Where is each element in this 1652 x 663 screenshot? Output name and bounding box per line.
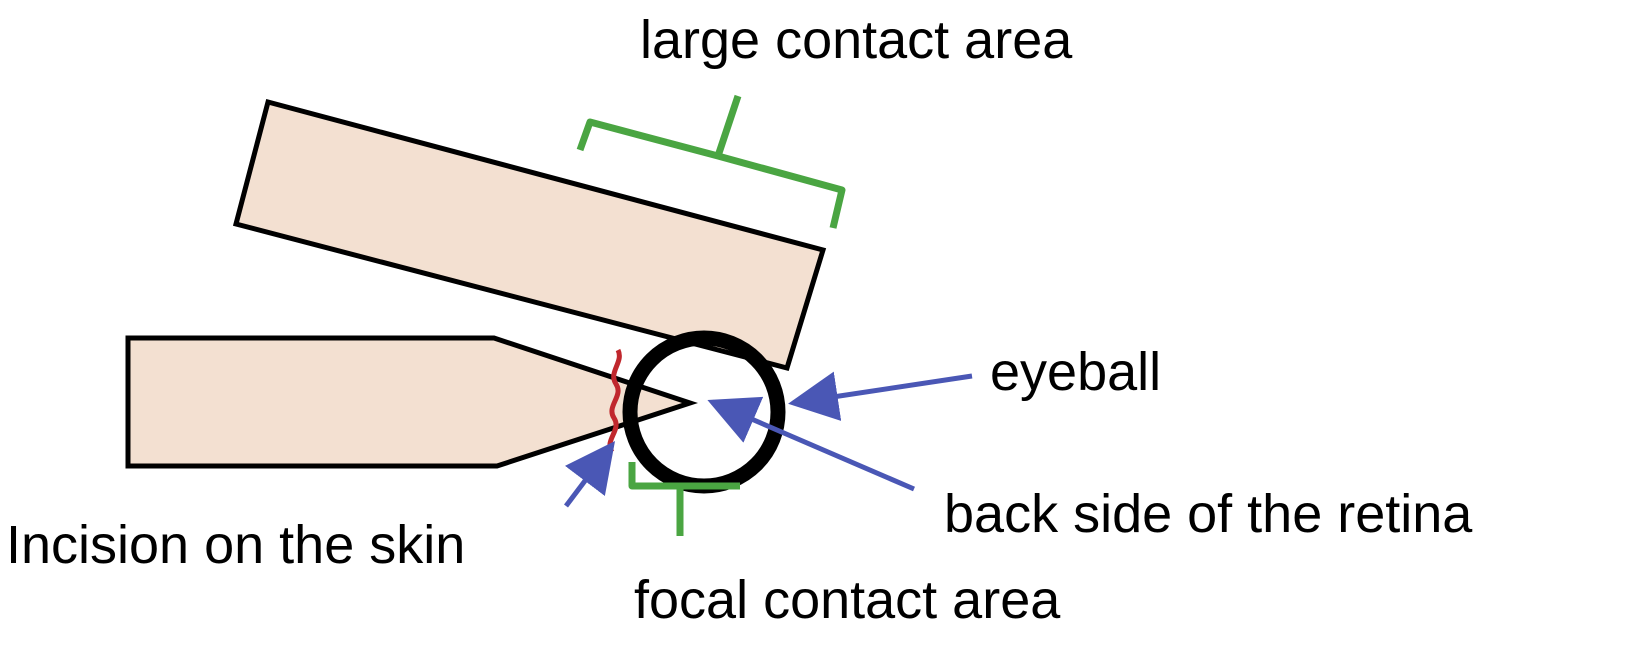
- back-side-retina-label: back side of the retina: [944, 484, 1473, 544]
- eyeball-arrow: [788, 371, 973, 422]
- incision-label: Incision on the skin: [6, 515, 465, 575]
- incision-arrow: [564, 441, 616, 508]
- large-contact-bracket: [576, 94, 846, 229]
- focal-contact-bracket: [628, 462, 740, 536]
- eyeball-label: eyeball: [990, 342, 1161, 402]
- incision-line: [607, 348, 622, 454]
- flat-instrument: [232, 98, 827, 372]
- large-contact-area-label: large contact area: [640, 10, 1073, 70]
- retina-arrow: [707, 396, 915, 492]
- focal-contact-area-label: focal contact area: [634, 570, 1061, 630]
- tapered-instrument: [125, 335, 698, 469]
